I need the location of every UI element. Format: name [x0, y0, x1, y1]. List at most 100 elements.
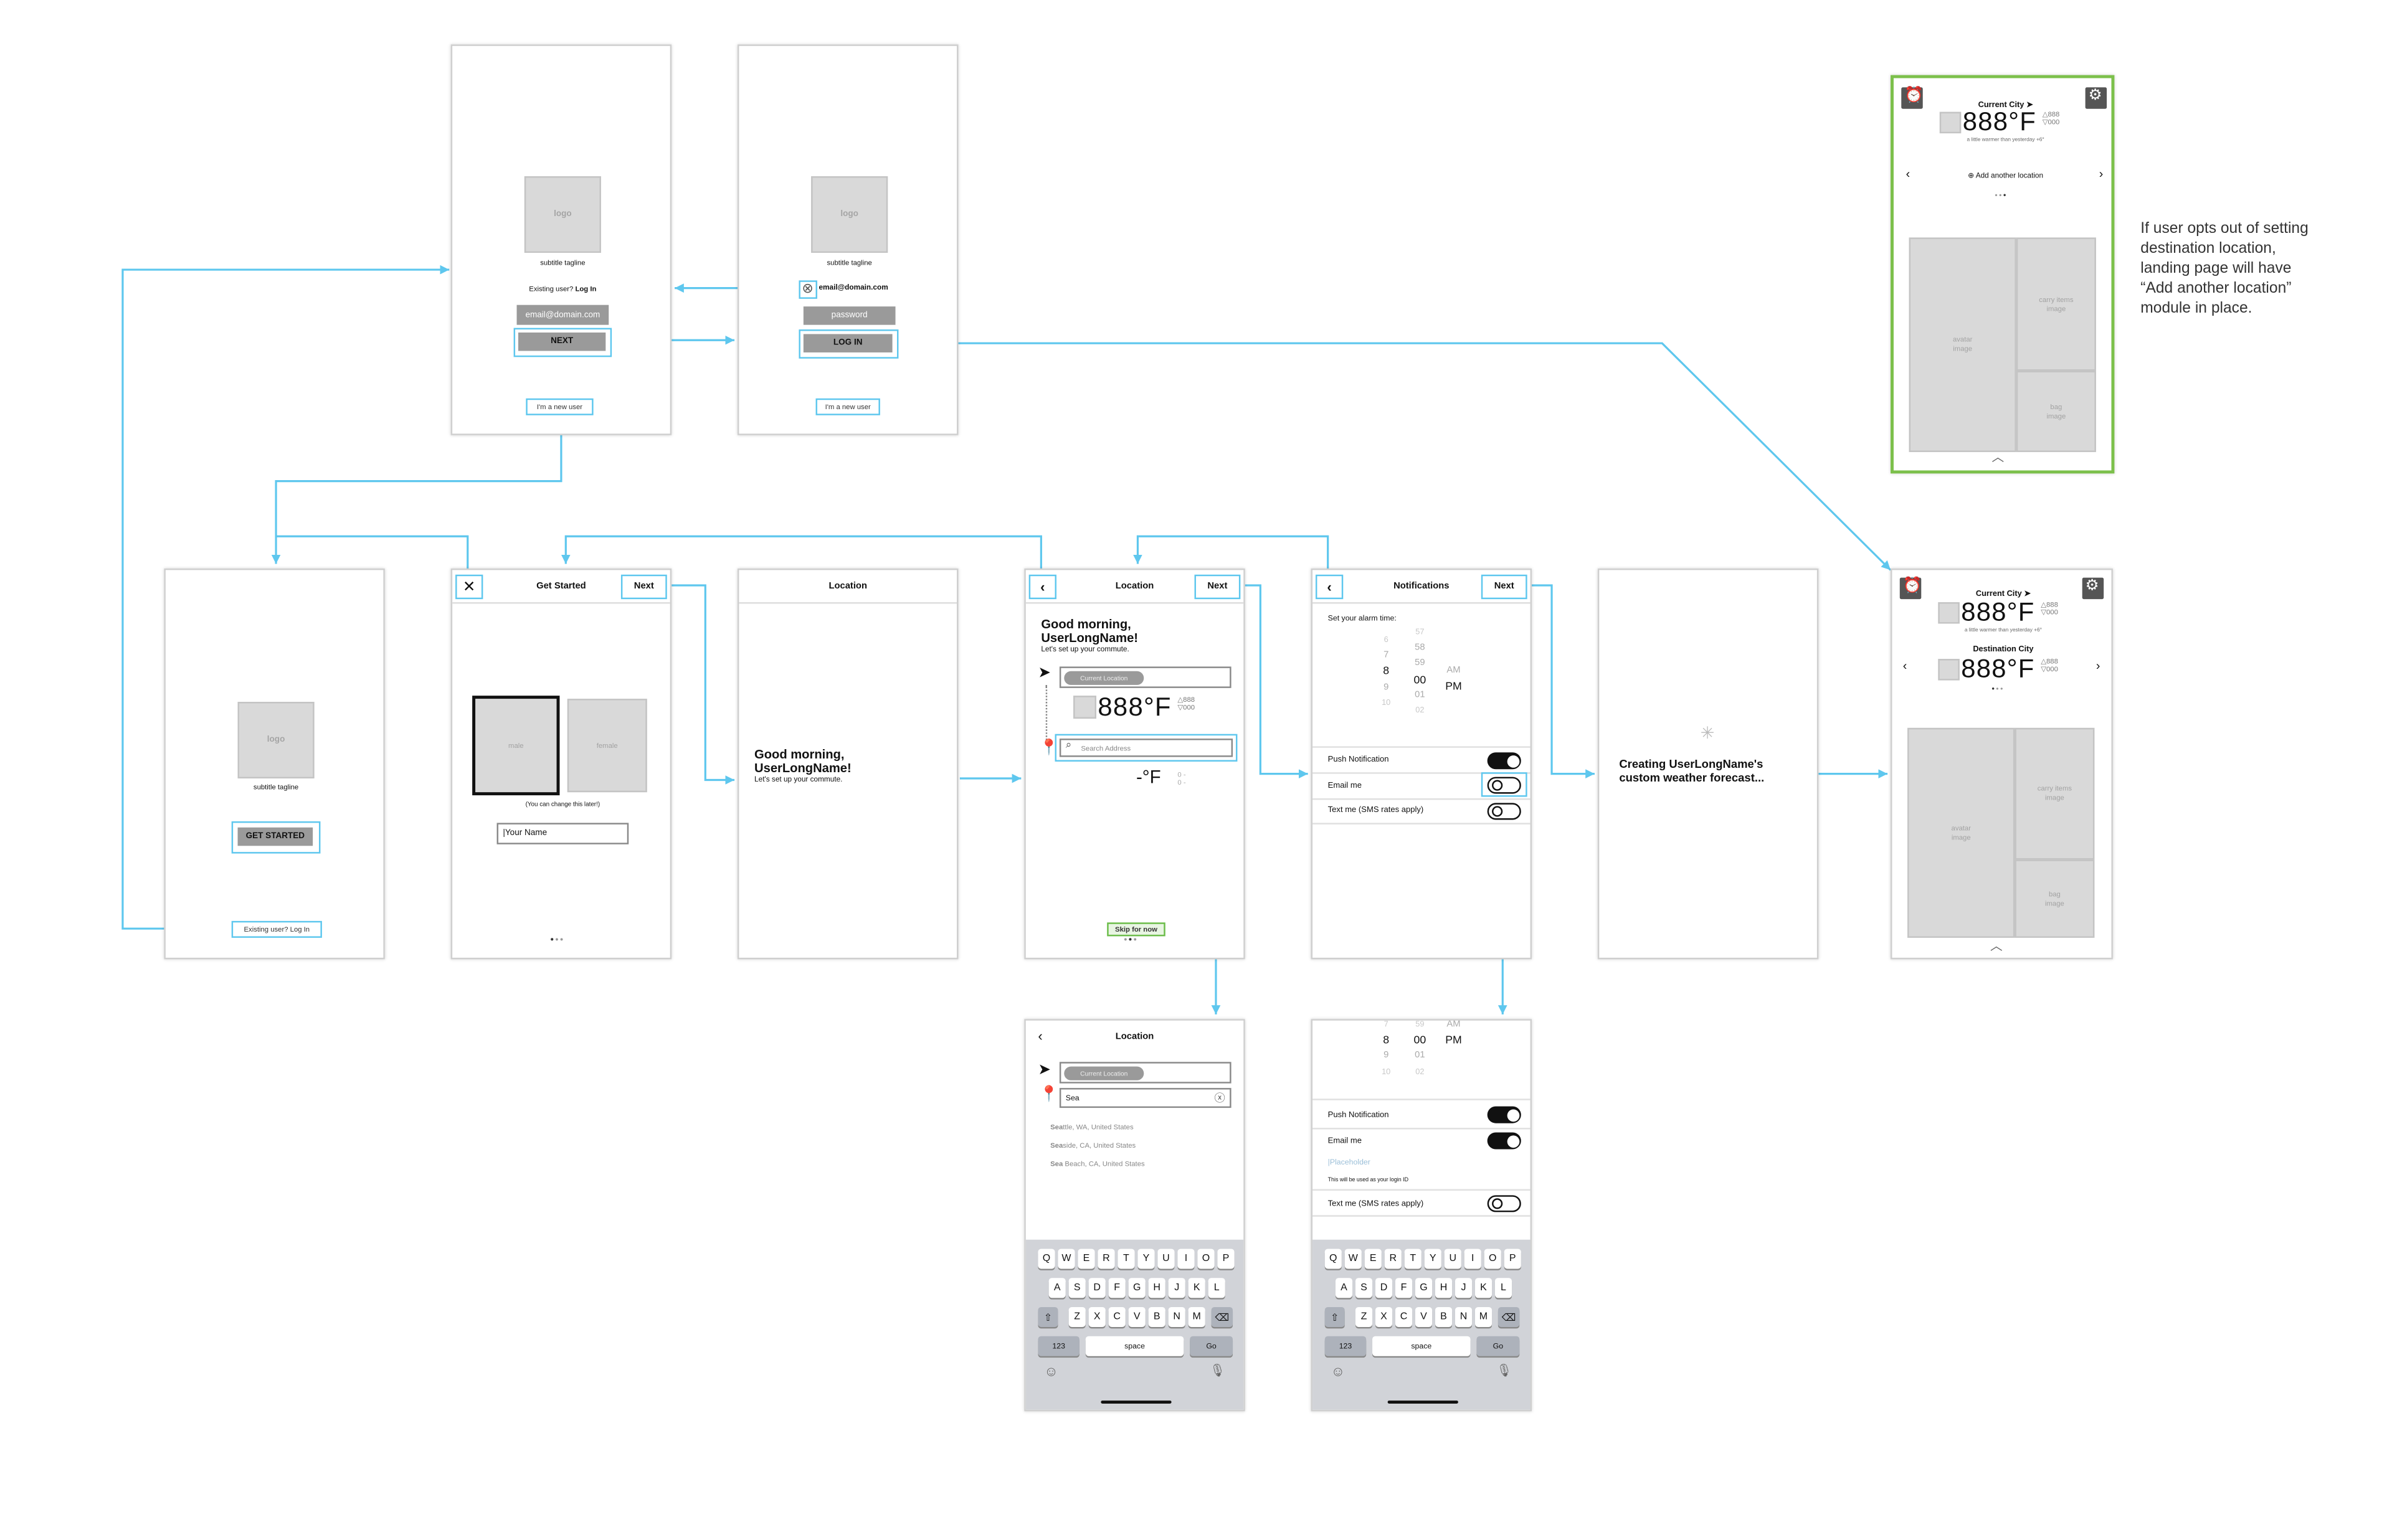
- drawer-handle-icon[interactable]: ︿: [1990, 939, 2003, 953]
- existing-user-line[interactable]: Existing user? Log In: [452, 285, 670, 293]
- key-c[interactable]: C: [1108, 1306, 1126, 1327]
- backspace-icon[interactable]: ⌫: [1211, 1306, 1233, 1327]
- space-key[interactable]: space: [1372, 1336, 1471, 1356]
- next-button[interactable]: Next: [1481, 574, 1527, 600]
- key-c[interactable]: C: [1395, 1306, 1413, 1327]
- key-q[interactable]: Q: [1324, 1249, 1342, 1269]
- back-chevron-icon[interactable]: ‹: [1028, 574, 1056, 600]
- name-input[interactable]: |Your Name: [496, 823, 629, 844]
- email-input[interactable]: |Placeholder: [1327, 1158, 1370, 1168]
- key-y[interactable]: Y: [1424, 1249, 1441, 1269]
- emoji-icon[interactable]: ☺: [1331, 1364, 1346, 1379]
- key-j[interactable]: J: [1168, 1278, 1185, 1298]
- clear-circle-icon[interactable]: ⓧ: [1214, 1094, 1225, 1105]
- numbers-key[interactable]: 123: [1324, 1336, 1367, 1356]
- new-user-button[interactable]: I'm a new user: [526, 398, 594, 415]
- ampm-picker[interactable]: AM PM: [1445, 666, 1462, 693]
- key-s[interactable]: S: [1068, 1278, 1086, 1298]
- backspace-icon[interactable]: ⌫: [1497, 1306, 1520, 1327]
- key-a[interactable]: A: [1048, 1278, 1066, 1298]
- key-x[interactable]: X: [1088, 1306, 1106, 1327]
- password-field[interactable]: password: [803, 306, 896, 325]
- key-w[interactable]: W: [1058, 1249, 1075, 1269]
- key-o[interactable]: O: [1197, 1249, 1215, 1269]
- existing-user-login-button[interactable]: Existing user? Log In: [231, 920, 322, 938]
- next-chevron-icon[interactable]: ›: [2099, 167, 2104, 181]
- key-d[interactable]: D: [1375, 1278, 1393, 1298]
- email-toggle-highlight[interactable]: [1481, 772, 1527, 797]
- key-d[interactable]: D: [1088, 1278, 1106, 1298]
- search-address-input[interactable]: ⌕ Search Address: [1059, 739, 1233, 757]
- shift-icon[interactable]: ⇧: [1324, 1306, 1345, 1327]
- email-field[interactable]: email@domain.com: [516, 305, 609, 325]
- microphone-icon[interactable]: 🎙: [1496, 1364, 1512, 1378]
- key-h[interactable]: H: [1148, 1278, 1165, 1298]
- prev-chevron-icon[interactable]: ‹: [1902, 659, 1907, 673]
- key-i[interactable]: I: [1177, 1249, 1195, 1269]
- close-circle-icon[interactable]: ⊗: [802, 280, 814, 296]
- key-z[interactable]: Z: [1068, 1306, 1086, 1327]
- key-w[interactable]: W: [1344, 1249, 1362, 1269]
- next-button[interactable]: NEXT: [518, 332, 606, 351]
- login-button-highlight[interactable]: LOG IN: [799, 329, 899, 359]
- emoji-icon[interactable]: ☺: [1044, 1364, 1058, 1379]
- key-k[interactable]: K: [1474, 1278, 1493, 1298]
- email-toggle[interactable]: [1487, 777, 1521, 794]
- key-g[interactable]: G: [1415, 1278, 1433, 1298]
- search-result[interactable]: Seaside, CA, United States: [1050, 1141, 1136, 1150]
- search-result[interactable]: Sea Beach, CA, United States: [1050, 1160, 1145, 1168]
- avatar-male-option[interactable]: male: [472, 696, 560, 796]
- space-key[interactable]: space: [1085, 1336, 1184, 1356]
- add-location-module[interactable]: ⊕ Add another location: [1968, 173, 2044, 181]
- current-location-field[interactable]: Current Location: [1059, 666, 1232, 688]
- next-chevron-icon[interactable]: ›: [2095, 659, 2100, 673]
- key-z[interactable]: Z: [1355, 1306, 1373, 1327]
- key-f[interactable]: F: [1395, 1278, 1413, 1298]
- alarm-clock-icon[interactable]: ⏰: [1901, 87, 1924, 109]
- key-l[interactable]: L: [1208, 1278, 1225, 1298]
- hour-picker[interactable]: 7 8 9 10: [1382, 1020, 1391, 1077]
- next-button-highlight[interactable]: NEXT: [513, 328, 612, 357]
- key-h[interactable]: H: [1435, 1278, 1453, 1298]
- key-v[interactable]: V: [1128, 1306, 1146, 1327]
- microphone-icon[interactable]: 🎙: [1210, 1364, 1226, 1378]
- key-y[interactable]: Y: [1137, 1249, 1155, 1269]
- search-address-input[interactable]: Sea ⓧ: [1059, 1088, 1232, 1108]
- key-b[interactable]: B: [1435, 1306, 1453, 1327]
- minute-picker[interactable]: 59 00 01 02: [1413, 1020, 1426, 1077]
- key-q[interactable]: Q: [1038, 1249, 1055, 1269]
- key-t[interactable]: T: [1118, 1249, 1135, 1269]
- key-g[interactable]: G: [1128, 1278, 1146, 1298]
- key-j[interactable]: J: [1455, 1278, 1473, 1298]
- alarm-clock-icon[interactable]: ⏰: [1899, 577, 1922, 600]
- sms-toggle[interactable]: [1487, 1195, 1521, 1212]
- avatar-female-option[interactable]: female: [567, 699, 647, 793]
- go-key[interactable]: Go: [1190, 1336, 1233, 1356]
- key-m[interactable]: M: [1188, 1306, 1205, 1327]
- login-button[interactable]: LOG IN: [803, 334, 893, 352]
- key-p[interactable]: P: [1504, 1249, 1521, 1269]
- next-button[interactable]: Next: [620, 574, 667, 600]
- key-v[interactable]: V: [1415, 1306, 1433, 1327]
- key-m[interactable]: M: [1474, 1306, 1493, 1327]
- log-in-link[interactable]: Log In: [575, 285, 597, 293]
- push-toggle[interactable]: [1487, 752, 1521, 770]
- key-u[interactable]: U: [1444, 1249, 1461, 1269]
- key-n[interactable]: N: [1168, 1306, 1185, 1327]
- key-s[interactable]: S: [1355, 1278, 1373, 1298]
- hour-picker[interactable]: 6 7 8 9 10: [1382, 636, 1391, 708]
- key-p[interactable]: P: [1217, 1249, 1235, 1269]
- key-i[interactable]: I: [1464, 1249, 1481, 1269]
- key-x[interactable]: X: [1375, 1306, 1393, 1327]
- back-chevron-icon[interactable]: ‹: [1038, 1028, 1043, 1044]
- clear-email-highlight[interactable]: ⊗: [799, 280, 817, 299]
- close-icon[interactable]: ✕: [455, 574, 483, 600]
- drawer-handle-icon[interactable]: ︿: [1991, 450, 2005, 465]
- key-a[interactable]: A: [1335, 1278, 1353, 1298]
- gear-icon[interactable]: ⚙: [2082, 577, 2104, 600]
- gear-icon[interactable]: ⚙: [2085, 87, 2107, 109]
- search-result[interactable]: Seattle, WA, United States: [1050, 1123, 1134, 1131]
- current-location-field[interactable]: Current Location: [1059, 1062, 1232, 1084]
- search-address-highlight[interactable]: ⌕ Search Address: [1055, 734, 1238, 762]
- key-l[interactable]: L: [1494, 1278, 1512, 1298]
